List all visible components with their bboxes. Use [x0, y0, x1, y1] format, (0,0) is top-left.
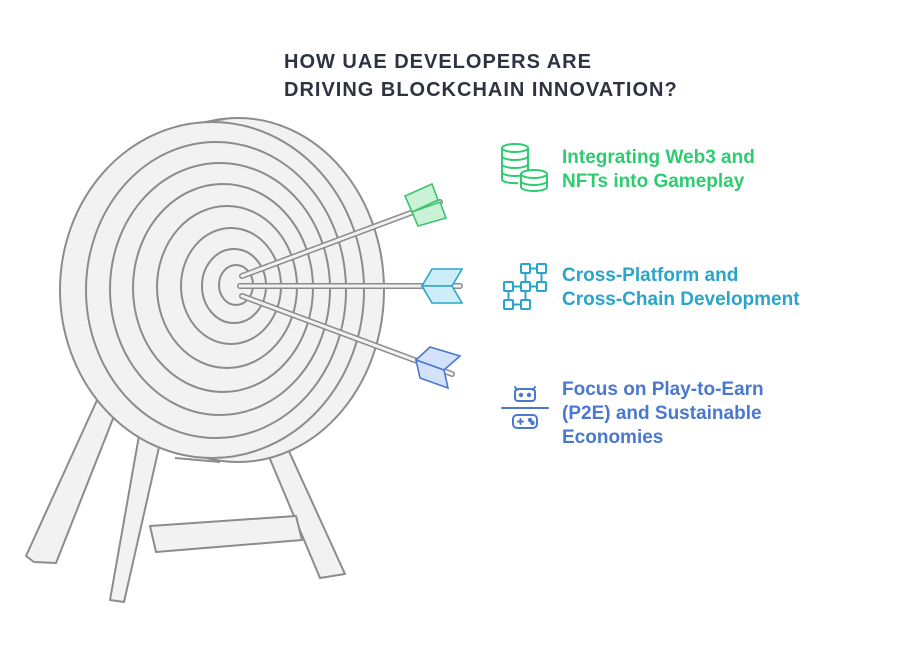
- item-2-line-1: Cross-Platform and: [562, 265, 739, 286]
- item-1-line-1: Integrating Web3 and: [562, 147, 755, 168]
- network-nodes-icon: [503, 263, 547, 310]
- item-cross-platform: Cross-Platform and Cross-Chain Developme…: [562, 264, 800, 312]
- title-line-2: DRIVING BLOCKCHAIN INNOVATION?: [284, 79, 678, 101]
- easel-crossbar: [149, 515, 303, 553]
- item-3-line-1: Focus on Play-to-Earn: [562, 379, 764, 400]
- target-face: [59, 121, 365, 459]
- arrow-bottom: [239, 293, 462, 390]
- item-1-line-2: NFTs into Gameplay: [562, 171, 745, 192]
- easel-center-leg: [109, 429, 163, 603]
- coins-stack-icon: [501, 143, 548, 192]
- item-play-to-earn: Focus on Play-to-Earn (P2E) and Sustaina…: [562, 378, 764, 450]
- item-web3-nfts: Integrating Web3 and NFTs into Gameplay: [562, 146, 755, 194]
- arrow-top: [239, 182, 448, 279]
- title-line-1: HOW UAE DEVELOPERS ARE: [284, 51, 592, 73]
- page-title: HOW UAE DEVELOPERS ARE DRIVING BLOCKCHAI…: [284, 48, 678, 104]
- item-3-line-2: (P2E) and Sustainable: [562, 403, 762, 424]
- arrow-middle: [237, 268, 464, 304]
- easel-left-leg: [25, 397, 119, 564]
- item-3-line-3: Economies: [562, 427, 664, 448]
- item-2-line-2: Cross-Chain Development: [562, 289, 800, 310]
- game-controller-icon: [501, 386, 549, 429]
